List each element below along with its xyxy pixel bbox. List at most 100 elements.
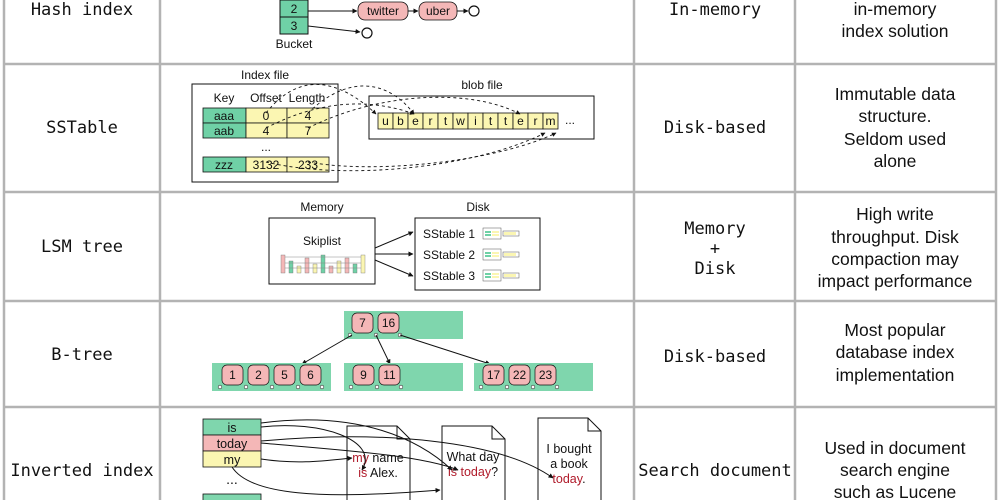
entry-offset-zzz: 3132: [253, 158, 280, 172]
entry-offset-aab: 4: [263, 124, 270, 138]
blob-char: r: [429, 114, 433, 128]
memory-title: Memory: [300, 200, 343, 214]
sstable-1-label: SStable 1: [423, 227, 475, 241]
hash-index-diagram: 2 3 Bucket twitter uber: [276, 0, 480, 51]
blob-char: e: [517, 114, 524, 128]
blob-cell: t: [437, 112, 454, 130]
storage-hash-index: In-memory: [669, 0, 761, 20]
bucket-3-null: [361, 27, 373, 39]
chain-label-uber: uber: [426, 4, 450, 18]
blob-char: t: [489, 114, 493, 128]
btree-root-keys: 7 16: [347, 312, 403, 338]
bucket-label-2: 2: [291, 2, 298, 16]
index-file-title: Index file: [241, 68, 289, 82]
btree-child-key-label: 22: [513, 368, 527, 382]
skiplist-icon: [280, 254, 366, 274]
btree-root-key-label: 16: [382, 316, 396, 330]
sstable-mini-icons: [482, 227, 520, 282]
btree-child-key: 11: [374, 364, 401, 390]
memory-box: [268, 217, 376, 285]
lsm-tree-diagram: Memory Skiplist Disk SStable 1 SStable 2: [268, 200, 541, 291]
blob-char: w: [455, 114, 465, 128]
sstable-3-label: SStable 3: [423, 269, 475, 283]
storage-lsm-disk: Disk: [695, 259, 736, 279]
posting-arrows: [231, 419, 554, 496]
index-entry-aaa: aaa 0 4: [202, 107, 330, 124]
btree-root-key: 16: [373, 312, 400, 338]
blob-cell: r: [527, 112, 544, 130]
storage-lsm-memory: Memory: [684, 219, 745, 239]
btree-child-key: 2: [243, 364, 270, 390]
term-my: my: [224, 453, 241, 467]
term-today: today: [217, 437, 248, 451]
blob-char: u: [382, 114, 389, 128]
entry-length-aab: 7: [305, 124, 312, 138]
btree-child-key-label: 1: [229, 368, 236, 382]
index-entry-zzz: zzz 3132 233: [202, 156, 330, 173]
btree-child-key-label: 17: [487, 368, 501, 382]
desc-sstable-line-1: Immutable data: [835, 84, 956, 104]
document-2: What day is today?: [441, 425, 506, 500]
storage-b-tree: Disk-based: [664, 347, 766, 367]
blob-file-title: blob file: [461, 78, 503, 92]
blob-cell: i: [467, 112, 484, 130]
row-name-inverted-index: Inverted index: [10, 461, 153, 481]
desc-sstable-line-4: alone: [874, 151, 917, 171]
sstable-2-label: SStable 2: [423, 248, 475, 262]
doc3-line-3: today.: [552, 472, 585, 486]
bucket-label-3: 3: [291, 19, 298, 33]
desc-btree-line-3: implementation: [836, 365, 955, 385]
desc-inverted-line-2: search engine: [840, 460, 950, 480]
btree-child-key: 17: [478, 364, 505, 390]
desc-btree-line-2: database index: [836, 342, 955, 362]
header-length: Length: [289, 91, 326, 105]
term-ellipsis: ...: [226, 471, 238, 487]
btree-root-key: 7: [347, 312, 374, 338]
blob-cell: r: [422, 112, 439, 130]
blob-char: t: [504, 114, 508, 128]
desc-hash-line-1: in-memory: [854, 0, 937, 19]
blob-ellipsis: ...: [565, 113, 575, 127]
btree-child-key-label: 6: [307, 368, 314, 382]
storage-lsm-plus: +: [710, 239, 720, 259]
row-name-sstable: SSTable: [46, 118, 118, 138]
header-key: Key: [214, 91, 235, 105]
desc-inverted-line-1: Used in document: [824, 438, 965, 458]
entry-key-aab: aab: [214, 124, 234, 138]
doc2-line-2: is today?: [448, 465, 498, 479]
doc3-line-2: a book: [550, 457, 588, 471]
term-cell-next: [202, 493, 262, 500]
index-ellipsis: ...: [261, 140, 271, 154]
btree-root-key-label: 7: [359, 316, 366, 330]
skiplist-label: Skiplist: [303, 234, 342, 248]
disk-title: Disk: [466, 200, 490, 214]
blob-char: e: [412, 114, 419, 128]
blob-char: i: [474, 114, 477, 128]
sstable-diagram: Index file Key Offset Length aaa 0 4 aab…: [191, 68, 595, 183]
btree-child-key: 5: [269, 364, 296, 390]
header-offset: Offset: [250, 91, 282, 105]
offset-pointers: [265, 84, 557, 172]
entry-key-aaa: aaa: [214, 109, 234, 123]
row-name-hash-index: Hash index: [31, 0, 133, 20]
flush-arrows: [374, 231, 414, 277]
btree-child-key: 1: [217, 364, 244, 390]
btree-child-key: 23: [530, 364, 557, 390]
blob-cell: t: [482, 112, 499, 130]
btree-edges: [301, 334, 491, 365]
storage-inverted-index: Search document: [638, 461, 792, 481]
document-3: I bought a book today.: [537, 417, 602, 500]
doc1-line-2: is Alex.: [358, 466, 398, 480]
desc-inverted-line-3: such as Lucene: [834, 482, 957, 500]
btree-child-key-label: 5: [281, 368, 288, 382]
blob-char: m: [546, 114, 556, 128]
chain-null-terminator: [468, 5, 480, 17]
desc-lsm-line-4: impact performance: [818, 271, 973, 291]
row-name-lsm-tree: LSM tree: [41, 237, 123, 257]
doc1-line-1: my name: [352, 451, 403, 465]
blob-cell: t: [497, 112, 514, 130]
